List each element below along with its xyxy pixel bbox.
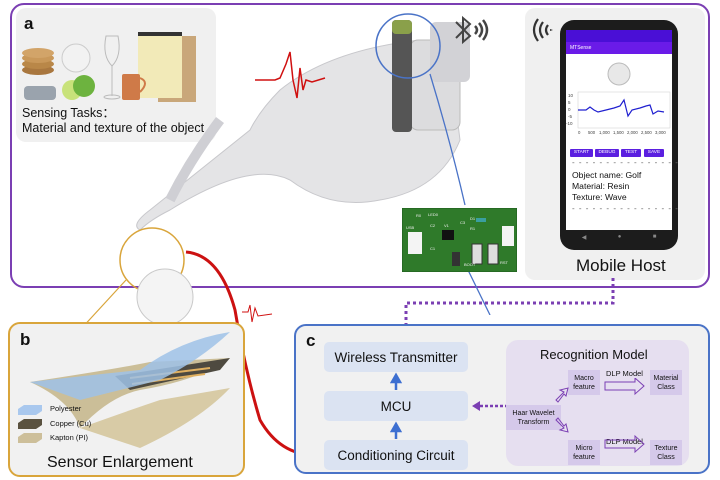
notepad-icon bbox=[138, 32, 196, 102]
pcb-label: V1 bbox=[444, 223, 450, 228]
arrow-up-icon bbox=[390, 421, 402, 439]
texture-text: Texture: Wave bbox=[572, 192, 627, 202]
legend-polyester: Polyester bbox=[50, 404, 82, 413]
wrist-highlight-circle bbox=[375, 13, 441, 79]
save-button[interactable]: SAVE bbox=[644, 149, 664, 157]
phone-signal-chart: 10 5 0 -5 -10 0 500 1,000 1,500 2,000 2,… bbox=[566, 91, 671, 135]
sensor-layers-illustration bbox=[30, 332, 230, 448]
recents-icon[interactable]: ■ bbox=[652, 234, 657, 240]
wine-glass-icon bbox=[103, 35, 121, 100]
sensor-module-icon bbox=[392, 20, 412, 34]
mobile-host-title: Mobile Host bbox=[576, 256, 666, 275]
dlp-model-label-top: DLP Model bbox=[606, 369, 643, 378]
hollow-arrow-icon bbox=[555, 417, 569, 433]
y-tick: -10 bbox=[566, 121, 573, 126]
object-name-text: Object name: Golf bbox=[572, 170, 642, 180]
dlp-model-label-bottom: DLP Model bbox=[606, 437, 643, 446]
legend-copper: Copper (Cu) bbox=[50, 419, 92, 428]
flow-arrows-up bbox=[390, 372, 402, 439]
wrist-to-pcb-line bbox=[429, 73, 491, 315]
hollow-arrow-icon bbox=[604, 434, 645, 454]
x-tick: 2,000 bbox=[627, 130, 638, 135]
material-text: Material: Resin bbox=[572, 181, 630, 191]
mcu-recognition-link bbox=[472, 401, 508, 411]
panel-b-label: b bbox=[20, 330, 31, 349]
arrow-up-icon bbox=[390, 372, 402, 390]
start-button[interactable]: START bbox=[570, 149, 593, 157]
golf-ball-icon bbox=[61, 43, 91, 73]
texture-class-box: Texture Class bbox=[650, 440, 682, 465]
pcb-label: BOOT bbox=[464, 262, 476, 267]
x-tick: 1,000 bbox=[599, 130, 610, 135]
panel-a-frame bbox=[10, 3, 710, 288]
micro-feature-box: Micro feature bbox=[568, 440, 600, 465]
debug-button[interactable]: DEBUG bbox=[595, 149, 619, 157]
pcb-label: D1 bbox=[470, 216, 476, 221]
y-tick: -5 bbox=[568, 114, 572, 119]
bluetooth-icon bbox=[455, 15, 489, 45]
pcb-label: RST bbox=[500, 260, 509, 265]
cork-coasters-icon bbox=[22, 48, 54, 75]
sensor-enlargement-title: Sensor Enlargement bbox=[47, 454, 193, 471]
sensing-tasks-title: Sensing Tasks： bbox=[22, 106, 115, 120]
apple-icon bbox=[62, 75, 95, 100]
pcb-label: C2 bbox=[430, 223, 436, 228]
arrow-left-icon bbox=[472, 401, 480, 411]
x-tick: 3,000 bbox=[655, 130, 666, 135]
x-tick: 0 bbox=[578, 130, 581, 135]
macro-feature-box: Macro feature bbox=[568, 370, 600, 395]
hollow-arrow-icon bbox=[604, 378, 645, 396]
home-icon[interactable]: ● bbox=[617, 234, 622, 240]
haar-wavelet-box: Haar Wavelet Transform bbox=[506, 405, 561, 430]
signal-waveform-icon bbox=[255, 51, 326, 99]
divider-bottom: - - - - - - - - - - - - - - - - bbox=[572, 204, 679, 213]
wireless-transmitter-block: Wireless Transmitter bbox=[324, 342, 468, 372]
y-tick: 0 bbox=[568, 107, 571, 112]
panel-c-label: c bbox=[306, 331, 316, 350]
pcb-label: LED0 bbox=[428, 212, 439, 217]
pcb-label: R0 bbox=[416, 213, 422, 218]
objects-illustration bbox=[22, 32, 196, 102]
app-title-bar: MTSense bbox=[566, 42, 672, 54]
legend-swatches bbox=[18, 405, 42, 443]
recognition-arrows bbox=[555, 378, 645, 454]
pcb-label: C3 bbox=[460, 220, 466, 225]
towel-icon bbox=[24, 86, 56, 100]
panel-a-label: a bbox=[24, 14, 34, 33]
material-class-box: Material Class bbox=[650, 370, 682, 395]
pcb-board: R0 LED0 USB C2 V1 C3 R1 D1 C1 BOOT RST bbox=[402, 208, 517, 272]
pcb-label: R1 bbox=[470, 226, 476, 231]
test-button[interactable]: TEST bbox=[621, 149, 641, 157]
mcu-block: MCU bbox=[324, 391, 468, 421]
y-tick: 5 bbox=[568, 100, 571, 105]
recognition-model-title: Recognition Model bbox=[540, 347, 648, 362]
golf-ball-image bbox=[607, 62, 631, 86]
legend-kapton: Kapton (PI) bbox=[50, 433, 88, 442]
wireless-link-dotted bbox=[404, 278, 615, 342]
x-tick: 1,500 bbox=[613, 130, 624, 135]
polyester-swatch bbox=[18, 405, 42, 415]
kapton-swatch bbox=[18, 433, 42, 443]
y-tick: 10 bbox=[568, 93, 574, 98]
hollow-arrow-icon bbox=[555, 387, 569, 403]
back-icon[interactable]: ◀ bbox=[581, 235, 587, 241]
pcb-label: C1 bbox=[430, 246, 436, 251]
x-tick: 2,500 bbox=[641, 130, 652, 135]
x-tick: 500 bbox=[588, 130, 596, 135]
copper-swatch bbox=[18, 419, 42, 429]
divider-top: - - - - - - - - - - - - - - - - bbox=[572, 158, 679, 167]
robot-hand-illustration bbox=[136, 20, 470, 231]
phone-status-bar bbox=[566, 30, 672, 42]
phone-nav-bar: ◀ ● ■ bbox=[566, 234, 672, 244]
fingertip-highlight bbox=[79, 227, 194, 331]
wireless-signal-icon bbox=[532, 18, 553, 42]
sensing-tasks-description: Material and texture of the object bbox=[22, 121, 205, 135]
conditioning-circuit-block: Conditioning Circuit bbox=[324, 440, 468, 470]
pcb-label: USB bbox=[406, 225, 415, 230]
copper-mug-icon bbox=[122, 74, 146, 100]
